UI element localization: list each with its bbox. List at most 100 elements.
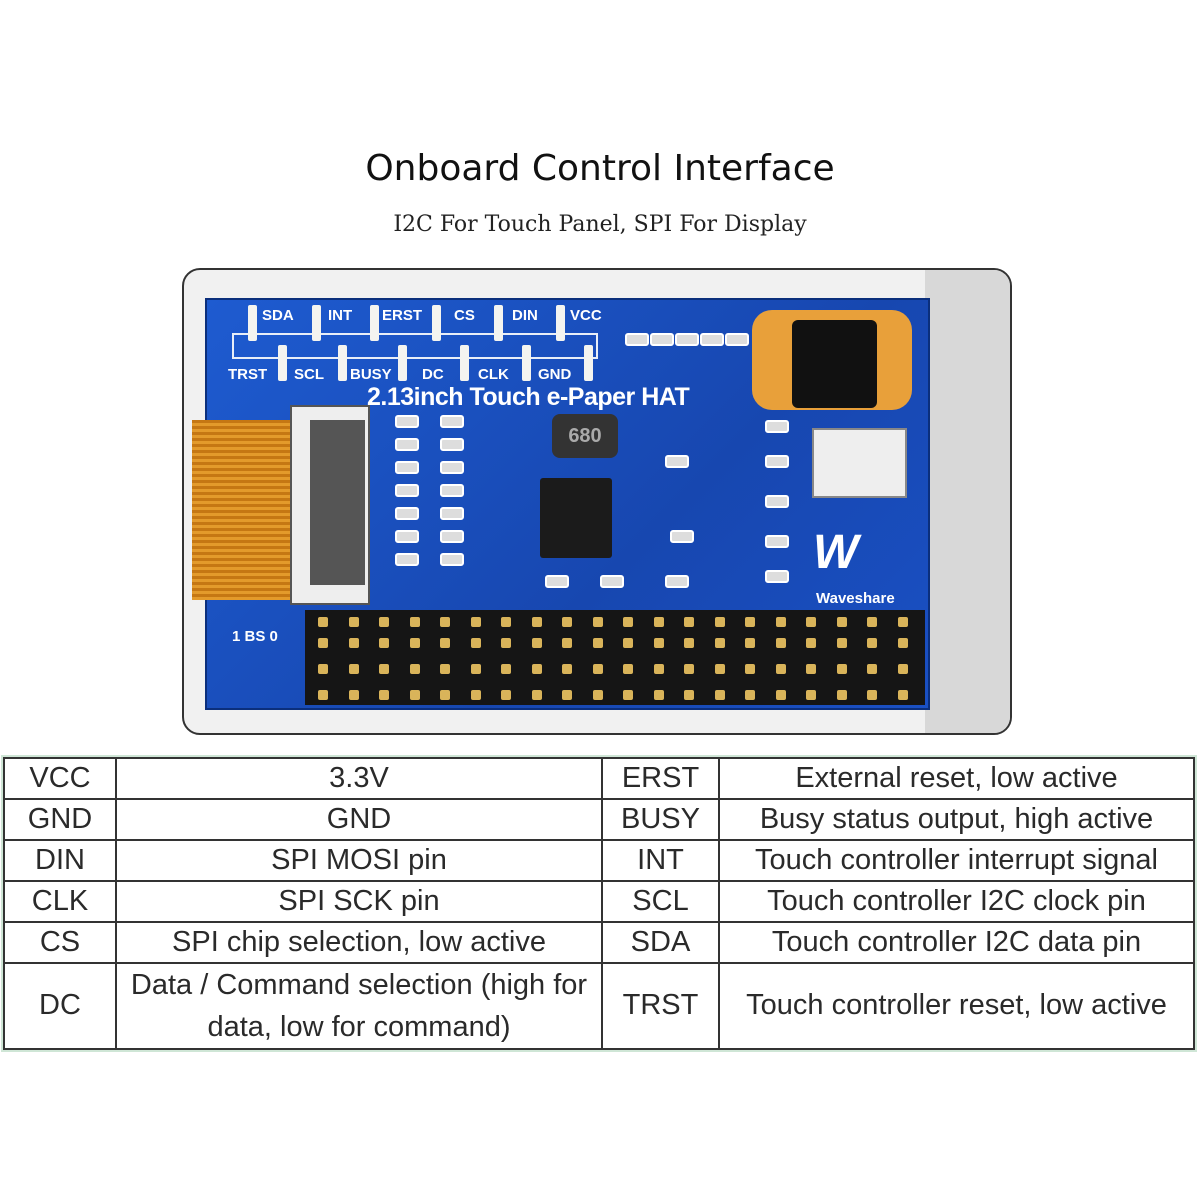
solder-pad xyxy=(312,305,321,341)
header-pin xyxy=(440,638,450,648)
waveshare-logo: W xyxy=(813,526,859,579)
pin-name: INT xyxy=(601,839,720,882)
header-pin xyxy=(501,690,511,700)
header-pin xyxy=(470,617,481,627)
header-pin xyxy=(470,664,481,674)
header-pin xyxy=(623,664,633,674)
pin-label-din: DIN xyxy=(512,307,538,324)
header-pin xyxy=(684,638,694,648)
header-pin xyxy=(318,638,328,648)
brand-name: Waveshare xyxy=(816,590,895,607)
smd-component xyxy=(600,575,624,588)
header-pin xyxy=(806,690,816,700)
header-pin xyxy=(775,638,786,648)
pin-name: GND xyxy=(3,798,117,841)
smd-component xyxy=(440,438,464,451)
pin-description: Touch controller I2C clock pin xyxy=(718,880,1195,923)
header-pin xyxy=(409,690,420,700)
pin-label-dc: DC xyxy=(422,366,444,383)
header-pin xyxy=(562,690,572,700)
header-pin xyxy=(501,617,511,627)
pin-description: SPI SCK pin xyxy=(115,880,603,923)
pin-description: Data / Command selection (high for data,… xyxy=(115,961,603,1051)
header-pin xyxy=(653,690,664,700)
smd-component xyxy=(765,495,789,508)
header-pin xyxy=(440,664,450,674)
header-pin xyxy=(836,664,847,674)
header-pin xyxy=(501,638,511,648)
header-pin xyxy=(562,664,572,674)
pin-name: SCL xyxy=(601,880,720,923)
header-pin xyxy=(775,617,786,627)
pin-name: TRST xyxy=(601,961,720,1051)
pin-label-busy: BUSY xyxy=(350,366,392,383)
smd-component xyxy=(440,530,464,543)
header-pin xyxy=(653,664,664,674)
pin-outline xyxy=(232,333,598,359)
header-pin xyxy=(836,617,847,627)
smd-component xyxy=(765,455,789,468)
header-pin xyxy=(501,664,511,674)
pin-description: Touch controller reset, low active xyxy=(718,961,1195,1051)
header-pin xyxy=(318,617,328,627)
header-pin xyxy=(531,638,542,648)
header-pin xyxy=(531,664,542,674)
header-pin xyxy=(379,664,389,674)
header-pin xyxy=(836,638,847,648)
header-pin xyxy=(775,690,786,700)
header-pin xyxy=(714,638,725,648)
pin-description: Touch controller interrupt signal xyxy=(718,839,1195,882)
header-pin xyxy=(592,638,603,648)
header-pin xyxy=(684,664,694,674)
pin-name: CLK xyxy=(3,880,117,923)
header-pin xyxy=(836,690,847,700)
driver-chip xyxy=(540,478,612,558)
page-subtitle: I2C For Touch Panel, SPI For Display xyxy=(393,212,807,237)
pin-label-sda: SDA xyxy=(262,307,294,324)
gpio-header xyxy=(305,610,925,705)
header-pin xyxy=(348,617,359,627)
header-pin xyxy=(745,617,755,627)
smd-component xyxy=(675,333,699,346)
header-pin xyxy=(379,638,389,648)
solder-pad xyxy=(338,345,347,381)
smd-component xyxy=(440,507,464,520)
header-pin xyxy=(379,617,389,627)
smd-component xyxy=(395,484,419,497)
header-pin xyxy=(409,638,420,648)
touch-ic xyxy=(792,320,877,408)
pin-label-clk: CLK xyxy=(478,366,509,383)
header-pin xyxy=(470,690,481,700)
smd-component xyxy=(440,553,464,566)
pin-description: GND xyxy=(115,798,603,841)
smd-component xyxy=(625,333,649,346)
pin-name: BUSY xyxy=(601,798,720,841)
pin-label-cs: CS xyxy=(454,307,475,324)
header-pin xyxy=(348,690,359,700)
header-pin xyxy=(775,664,786,674)
header-pin xyxy=(409,664,420,674)
solder-pad xyxy=(556,305,565,341)
smd-component xyxy=(765,535,789,548)
header-pin xyxy=(531,690,542,700)
header-pin xyxy=(684,690,694,700)
solder-pad xyxy=(432,305,441,341)
smd-component xyxy=(395,530,419,543)
header-pin xyxy=(562,638,572,648)
smd-component xyxy=(700,333,724,346)
solder-pad xyxy=(460,345,469,381)
smd-component xyxy=(670,530,694,543)
inductor: 680 xyxy=(552,414,618,458)
header-pin xyxy=(714,617,725,627)
header-pin xyxy=(867,664,877,674)
bs-switch-label: 1 BS 0 xyxy=(232,628,278,645)
pin-label-scl: SCL xyxy=(294,366,324,383)
header-pin xyxy=(440,690,450,700)
header-pin xyxy=(745,690,755,700)
header-pin xyxy=(653,617,664,627)
pin-description: SPI MOSI pin xyxy=(115,839,603,882)
